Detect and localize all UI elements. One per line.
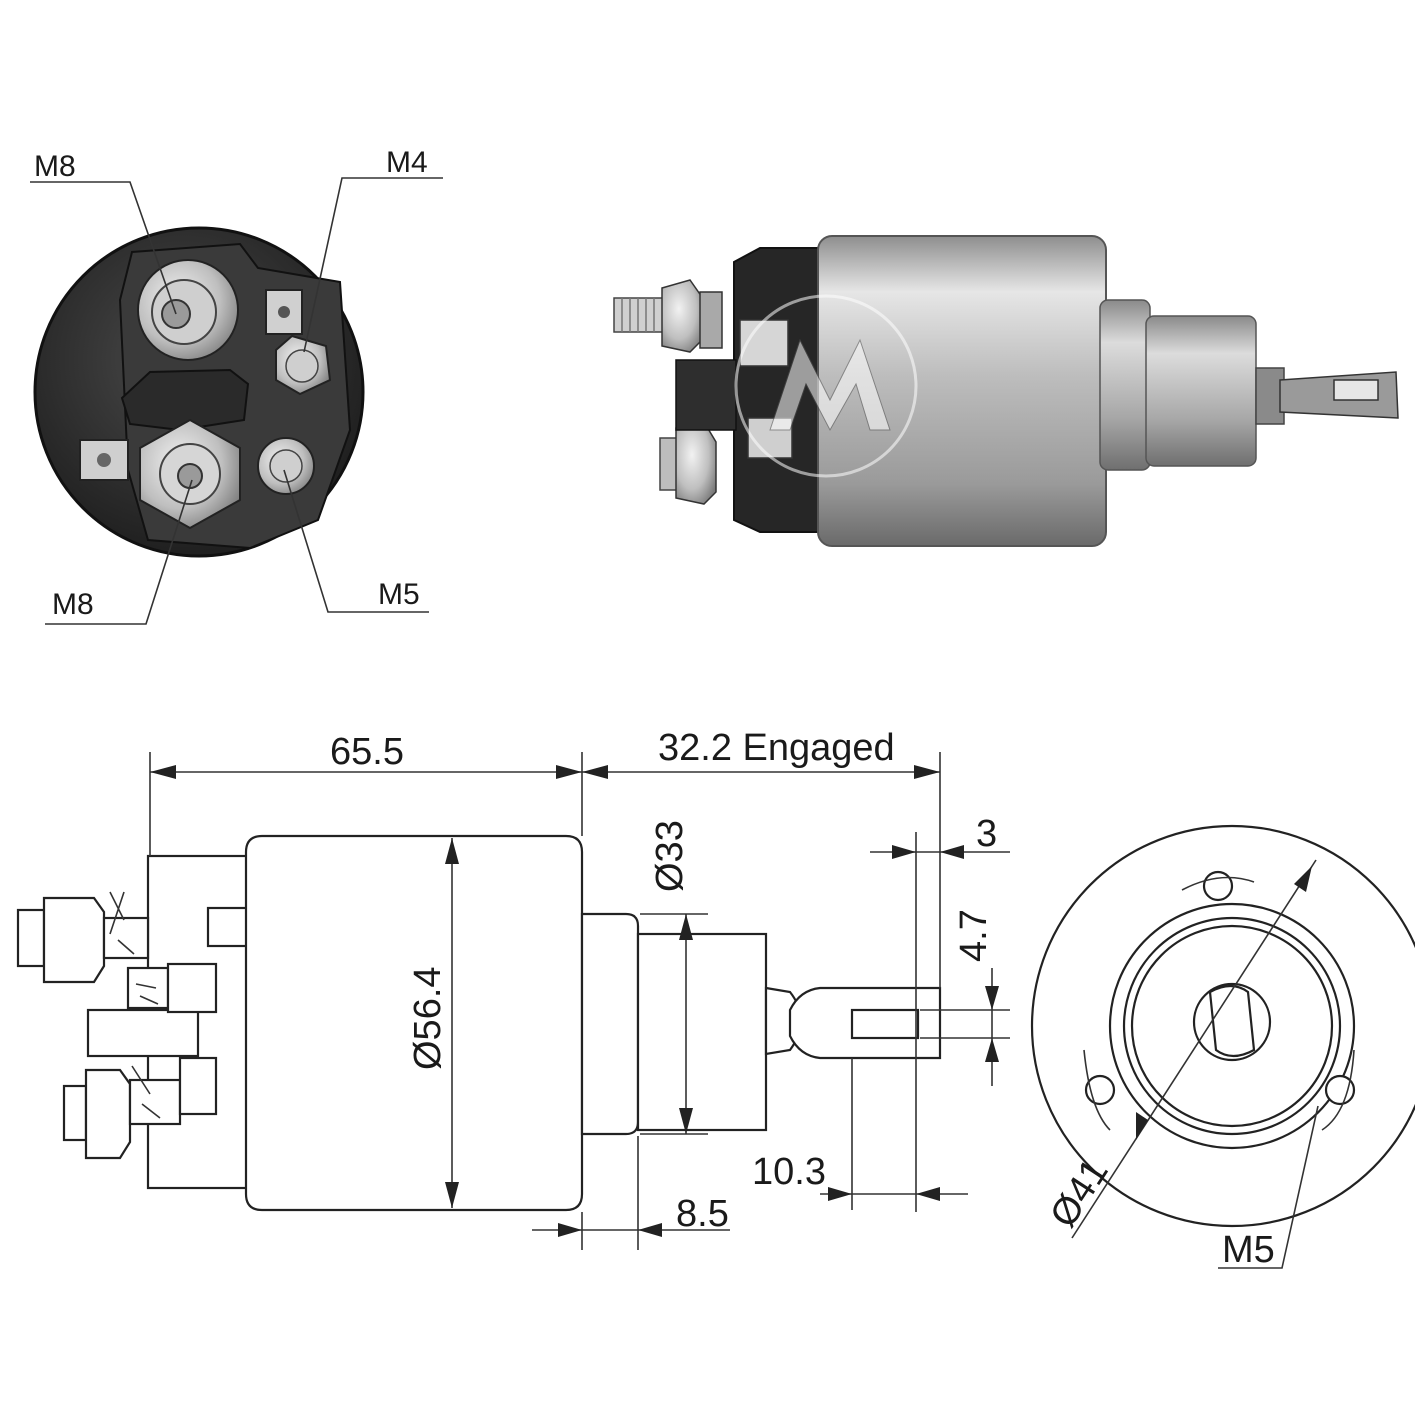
drawing-slot: [850, 1008, 920, 1040]
drawing-nose: [636, 932, 768, 1132]
bolt-circle-leader: [1071, 859, 1317, 1239]
dimensioned-side-drawing: 65.5 32.2 Engaged Ø56.4 Ø33 3 4.7 10.3 8…: [16, 727, 1010, 1250]
dim-mount-thread: M5: [1222, 1229, 1275, 1271]
mount-hole-right: [1324, 1074, 1356, 1106]
dim-slot-length: 10.3: [752, 1151, 826, 1193]
terminal-end-view: M8 M4 M8 M5: [30, 146, 443, 625]
dim-slot-offset: 3: [976, 813, 997, 855]
m8-bottom-stud: [79, 418, 241, 530]
nose-flange: [1099, 299, 1151, 471]
leader-m8-bottom: [45, 479, 193, 625]
drawing-terminal-cap: [16, 854, 250, 1190]
drawing-body: [244, 834, 584, 1212]
dim-body-diameter: Ø56.4: [407, 966, 449, 1070]
mount-hole-top: [1202, 870, 1234, 902]
m8-top-stud: [137, 259, 239, 361]
connector-strap: [120, 368, 250, 432]
label-m8-top: M8: [34, 150, 76, 183]
leader-m8-top: [30, 181, 177, 315]
dim-slot-width: 4.7: [953, 909, 995, 962]
drawing-nose-flange: [580, 912, 640, 1136]
leader-m5: [283, 469, 429, 613]
dim-length: 65.5: [330, 731, 404, 773]
leader-m4: [303, 177, 443, 353]
dim-flange-width: 8.5: [676, 1193, 729, 1235]
dim-nose-diameter: Ø33: [649, 820, 691, 892]
m5-terminal: [257, 437, 315, 495]
logo-watermark: [734, 294, 918, 478]
label-m4: M4: [386, 146, 428, 179]
nose-end-view: Ø41 M5: [1030, 824, 1415, 1271]
mount-thread-leader: [1218, 1105, 1319, 1269]
solenoid-side-view: [613, 235, 1399, 547]
dim-stroke: 32.2 Engaged: [658, 727, 895, 769]
label-m8-bottom: M8: [52, 588, 94, 621]
m4-terminal: [265, 289, 332, 396]
label-m5: M5: [378, 578, 420, 611]
hex-nut-top: [661, 279, 705, 353]
nose-sleeve: [1145, 315, 1257, 467]
hex-nut-bottom: [675, 421, 717, 505]
